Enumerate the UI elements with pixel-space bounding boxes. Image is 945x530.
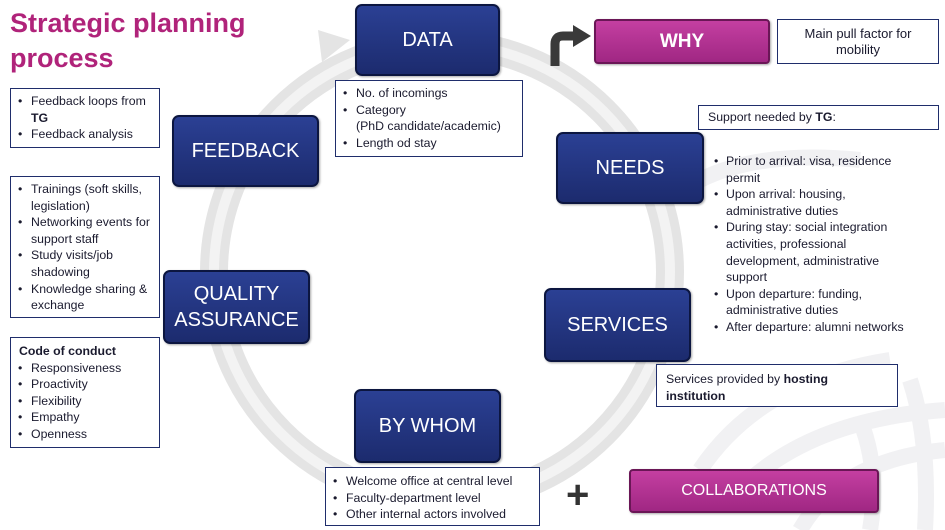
- quality-assurance-node: QUALITY ASSURANCE: [163, 270, 310, 344]
- curved-arrow-icon: [550, 25, 591, 66]
- services-details-box: Services provided by hosting institution: [656, 364, 898, 407]
- needs-header-bold: TG: [815, 110, 833, 124]
- by-whom-node: BY WHOM: [354, 389, 501, 463]
- feedback-node: FEEDBACK: [172, 115, 319, 187]
- list-item: No. of incomings: [336, 85, 518, 102]
- data-details-box: No. of incomings Category (PhD candidate/…: [335, 80, 523, 157]
- list-item: Category (PhD candidate/academic): [336, 102, 518, 135]
- code-of-conduct-heading: Code of conduct: [19, 344, 117, 358]
- services-prefix: Services provided by: [666, 372, 781, 386]
- list-item: Feedback loops from TG: [11, 93, 155, 126]
- list-item: Welcome office at central level: [326, 473, 535, 490]
- list-item: Faculty-department level: [326, 490, 535, 507]
- feedback-details-box: Feedback loops from TG Feedback analysis: [10, 88, 160, 148]
- list-item: After departure: alumni networks: [708, 319, 908, 336]
- category-detail: (PhD candidate/academic): [356, 119, 501, 134]
- list-item: Prior to arrival: visa, residence permit: [708, 153, 908, 186]
- list-item: Feedback analysis: [11, 126, 155, 143]
- quality-assurance-details-box: Trainings (soft skills, legislation) Net…: [10, 176, 160, 318]
- services-node: SERVICES: [544, 288, 691, 362]
- list-item: Empathy: [11, 409, 155, 426]
- code-of-conduct-box: Code of conduct Responsiveness Proactivi…: [10, 337, 160, 448]
- list-item: Upon departure: funding, administrative …: [708, 286, 908, 319]
- list-item: During stay: social integration activiti…: [708, 219, 908, 285]
- data-node: DATA: [355, 4, 500, 76]
- needs-header-suffix: :: [832, 110, 836, 124]
- needs-node: NEEDS: [556, 132, 704, 204]
- feedback-item-bold: TG: [31, 110, 49, 125]
- by-whom-details-box: Welcome office at central level Faculty-…: [325, 467, 540, 526]
- feedback-item-prefix: Feedback loops from: [31, 94, 146, 108]
- list-item: Networking events for support staff: [11, 214, 155, 247]
- list-item: Knowledge sharing & exchange: [11, 281, 155, 314]
- list-item: Trainings (soft skills, legislation): [11, 181, 155, 214]
- list-item: Study visits/job shadowing: [11, 247, 155, 280]
- collaborations-box: COLLABORATIONS: [629, 469, 879, 513]
- list-item: Proactivity: [11, 376, 155, 393]
- list-item: Other internal actors involved: [326, 506, 535, 523]
- list-item: Upon arrival: housing, administrative du…: [708, 186, 908, 219]
- needs-list: Prior to arrival: visa, residence permit…: [708, 153, 908, 336]
- services-bold: hosting institution: [666, 372, 828, 403]
- needs-header-box: Support needed by TG:: [698, 105, 939, 130]
- why-box: WHY: [594, 19, 770, 64]
- list-item: Responsiveness: [11, 360, 155, 377]
- list-item: Openness: [11, 426, 155, 443]
- plus-icon: +: [566, 473, 590, 517]
- why-note: Main pull factor for mobility: [777, 19, 939, 64]
- page-title: Strategic planning process: [10, 8, 246, 73]
- list-item: Flexibility: [11, 393, 155, 410]
- category-label: Category: [356, 102, 406, 117]
- needs-header-prefix: Support needed by: [708, 110, 812, 124]
- list-item: Length od stay: [336, 135, 518, 152]
